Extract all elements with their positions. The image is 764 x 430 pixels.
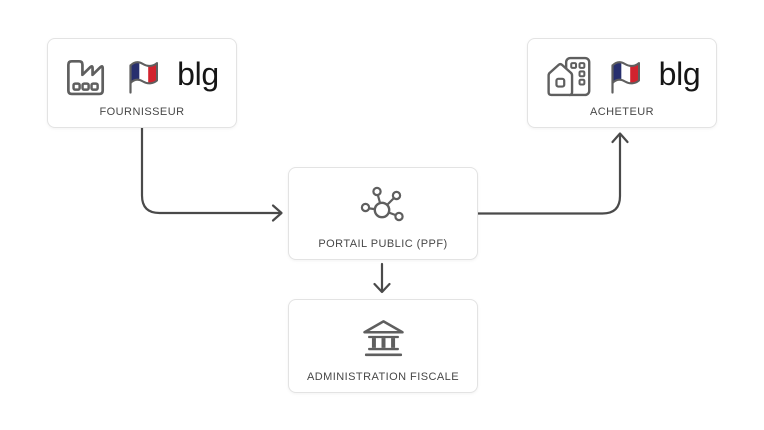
bank-building-icon [362,320,404,357]
arrow-portail-to-administration [373,262,391,294]
blg-logo: blg [177,56,219,92]
arrow-fournisseur-to-portail [140,126,283,222]
network-hub-icon [360,186,404,221]
node-acheteur-icons: blg [544,45,701,107]
node-admin-label: ADMINISTRATION FISCALE [306,371,460,383]
france-flag-icon [129,61,159,94]
node-portail-label: PORTAIL PUBLIC (PPF) [318,238,448,250]
node-portail-icons [358,174,408,239]
node-fournisseur: blg FOURNISSEUR [47,38,237,128]
arrow-portail-to-acheteur [476,132,629,215]
node-fournisseur-icons: blg [65,45,219,107]
house-buildings-icon [547,56,591,96]
france-flag-icon [610,61,640,94]
node-portail-public: PORTAIL PUBLIC (PPF) [288,167,478,260]
node-admin-icons [360,306,407,372]
factory-icon [67,59,105,95]
node-fournisseur-label: FOURNISSEUR [99,106,185,118]
node-acheteur-label: ACHETEUR [589,106,655,118]
node-acheteur: blg ACHETEUR [527,38,717,128]
blg-logo: blg [658,56,701,92]
node-administration-fiscale: ADMINISTRATION FISCALE [288,299,478,393]
